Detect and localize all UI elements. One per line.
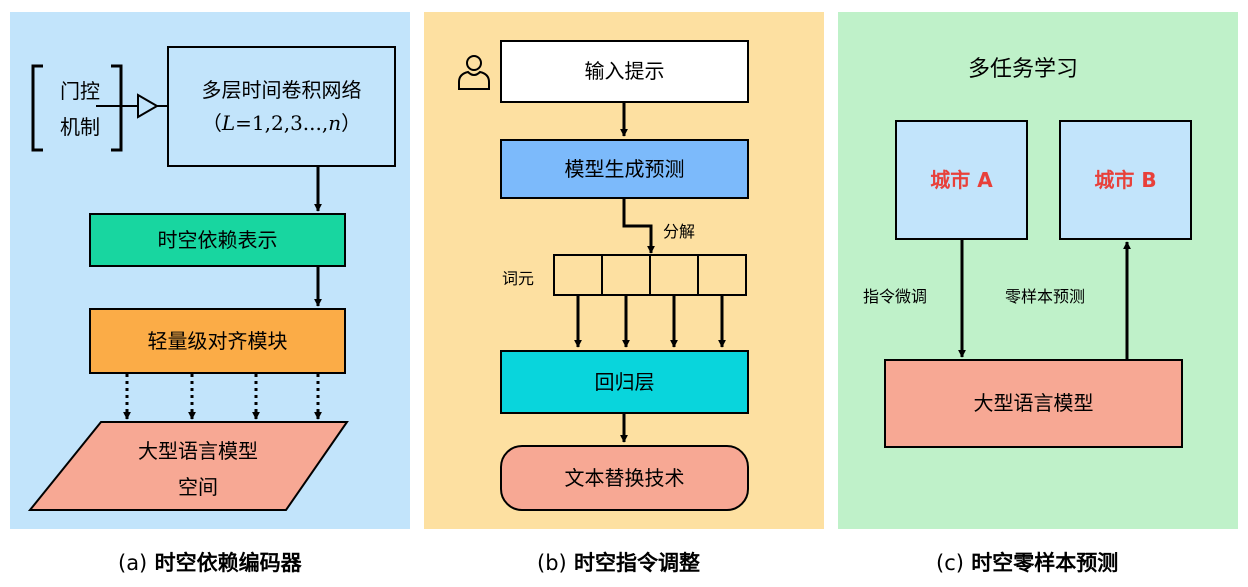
input-prompt-box: 输入提示 [500,40,749,103]
input-prompt-label: 输入提示 [584,59,665,83]
llm-space-line2: 空间 [178,475,218,499]
formula-variable-l: L [221,110,236,135]
gate-mechanism-label: 门控 机制 [50,73,110,145]
gate-bracket-left [31,64,43,152]
zero-shot-label: 零样本预测 [1005,287,1086,306]
formula-variable-n: n [328,110,342,135]
regression-layer-label: 回归层 [594,369,655,394]
tcn-formula: （L=1,2,3...,n） [202,110,361,137]
gate-label-line2: 机制 [60,115,100,139]
caption-b-marker: (b) [537,551,567,575]
caption-b: (b) 时空指令调整 [537,547,700,577]
model-prediction-label: 模型生成预测 [564,156,685,181]
caption-b-text: 时空指令调整 [574,551,701,575]
llm-space-label: 大型语言模型 空间 [118,433,278,505]
arrow-decompose [622,199,655,254]
llm-box: 大型语言模型 [884,359,1183,448]
text-replacement-label: 文本替换技术 [564,465,685,490]
token-cell-4 [697,254,747,296]
tcn-box: 多层时间卷积网络 （L=1,2,3...,n） [167,46,396,167]
caption-a-text: 时空依赖编码器 [154,551,302,575]
spatiotemporal-representation-box: 时空依赖表示 [89,213,346,267]
city-b-box: 城市 B [1059,120,1192,240]
lightweight-alignment-box: 轻量级对齐模块 [89,308,346,374]
gate-triangle-icon [137,93,159,119]
text-replacement-box: 文本替换技术 [500,445,749,511]
formula-close-paren: ） [341,110,362,135]
caption-c-marker: (c) [936,551,964,575]
model-prediction-box: 模型生成预测 [500,139,749,199]
formula-open-paren: （ [201,110,222,135]
decompose-label: 分解 [663,222,696,241]
fine-tune-label: 指令微调 [863,287,928,306]
caption-a: (a) 时空依赖编码器 [118,547,302,577]
multitask-title: 多任务学习 [968,57,1079,82]
user-icon [458,55,490,90]
llm-label: 大型语言模型 [973,391,1094,415]
tokens-label: 词元 [502,269,535,288]
caption-a-marker: (a) [118,551,148,575]
formula-values: =1,2,3..., [235,110,329,135]
city-b-label: 城市 B [1094,167,1157,192]
regression-layer-box: 回归层 [500,350,749,414]
caption-c: (c) 时空零样本预测 [936,547,1118,577]
gate-bracket-right [111,64,123,152]
gate-label-line1: 门控 [60,79,100,103]
token-cell-1 [553,254,603,296]
llm-space-parallelogram [27,421,349,511]
tcn-title: 多层时间卷积网络 [201,77,362,102]
st-repr-label: 时空依赖表示 [157,227,278,252]
caption-c-text: 时空零样本预测 [971,551,1119,575]
city-a-box: 城市 A [895,120,1028,240]
align-label: 轻量级对齐模块 [147,328,288,353]
city-a-label: 城市 A [930,167,993,192]
llm-space-line1: 大型语言模型 [138,439,258,463]
